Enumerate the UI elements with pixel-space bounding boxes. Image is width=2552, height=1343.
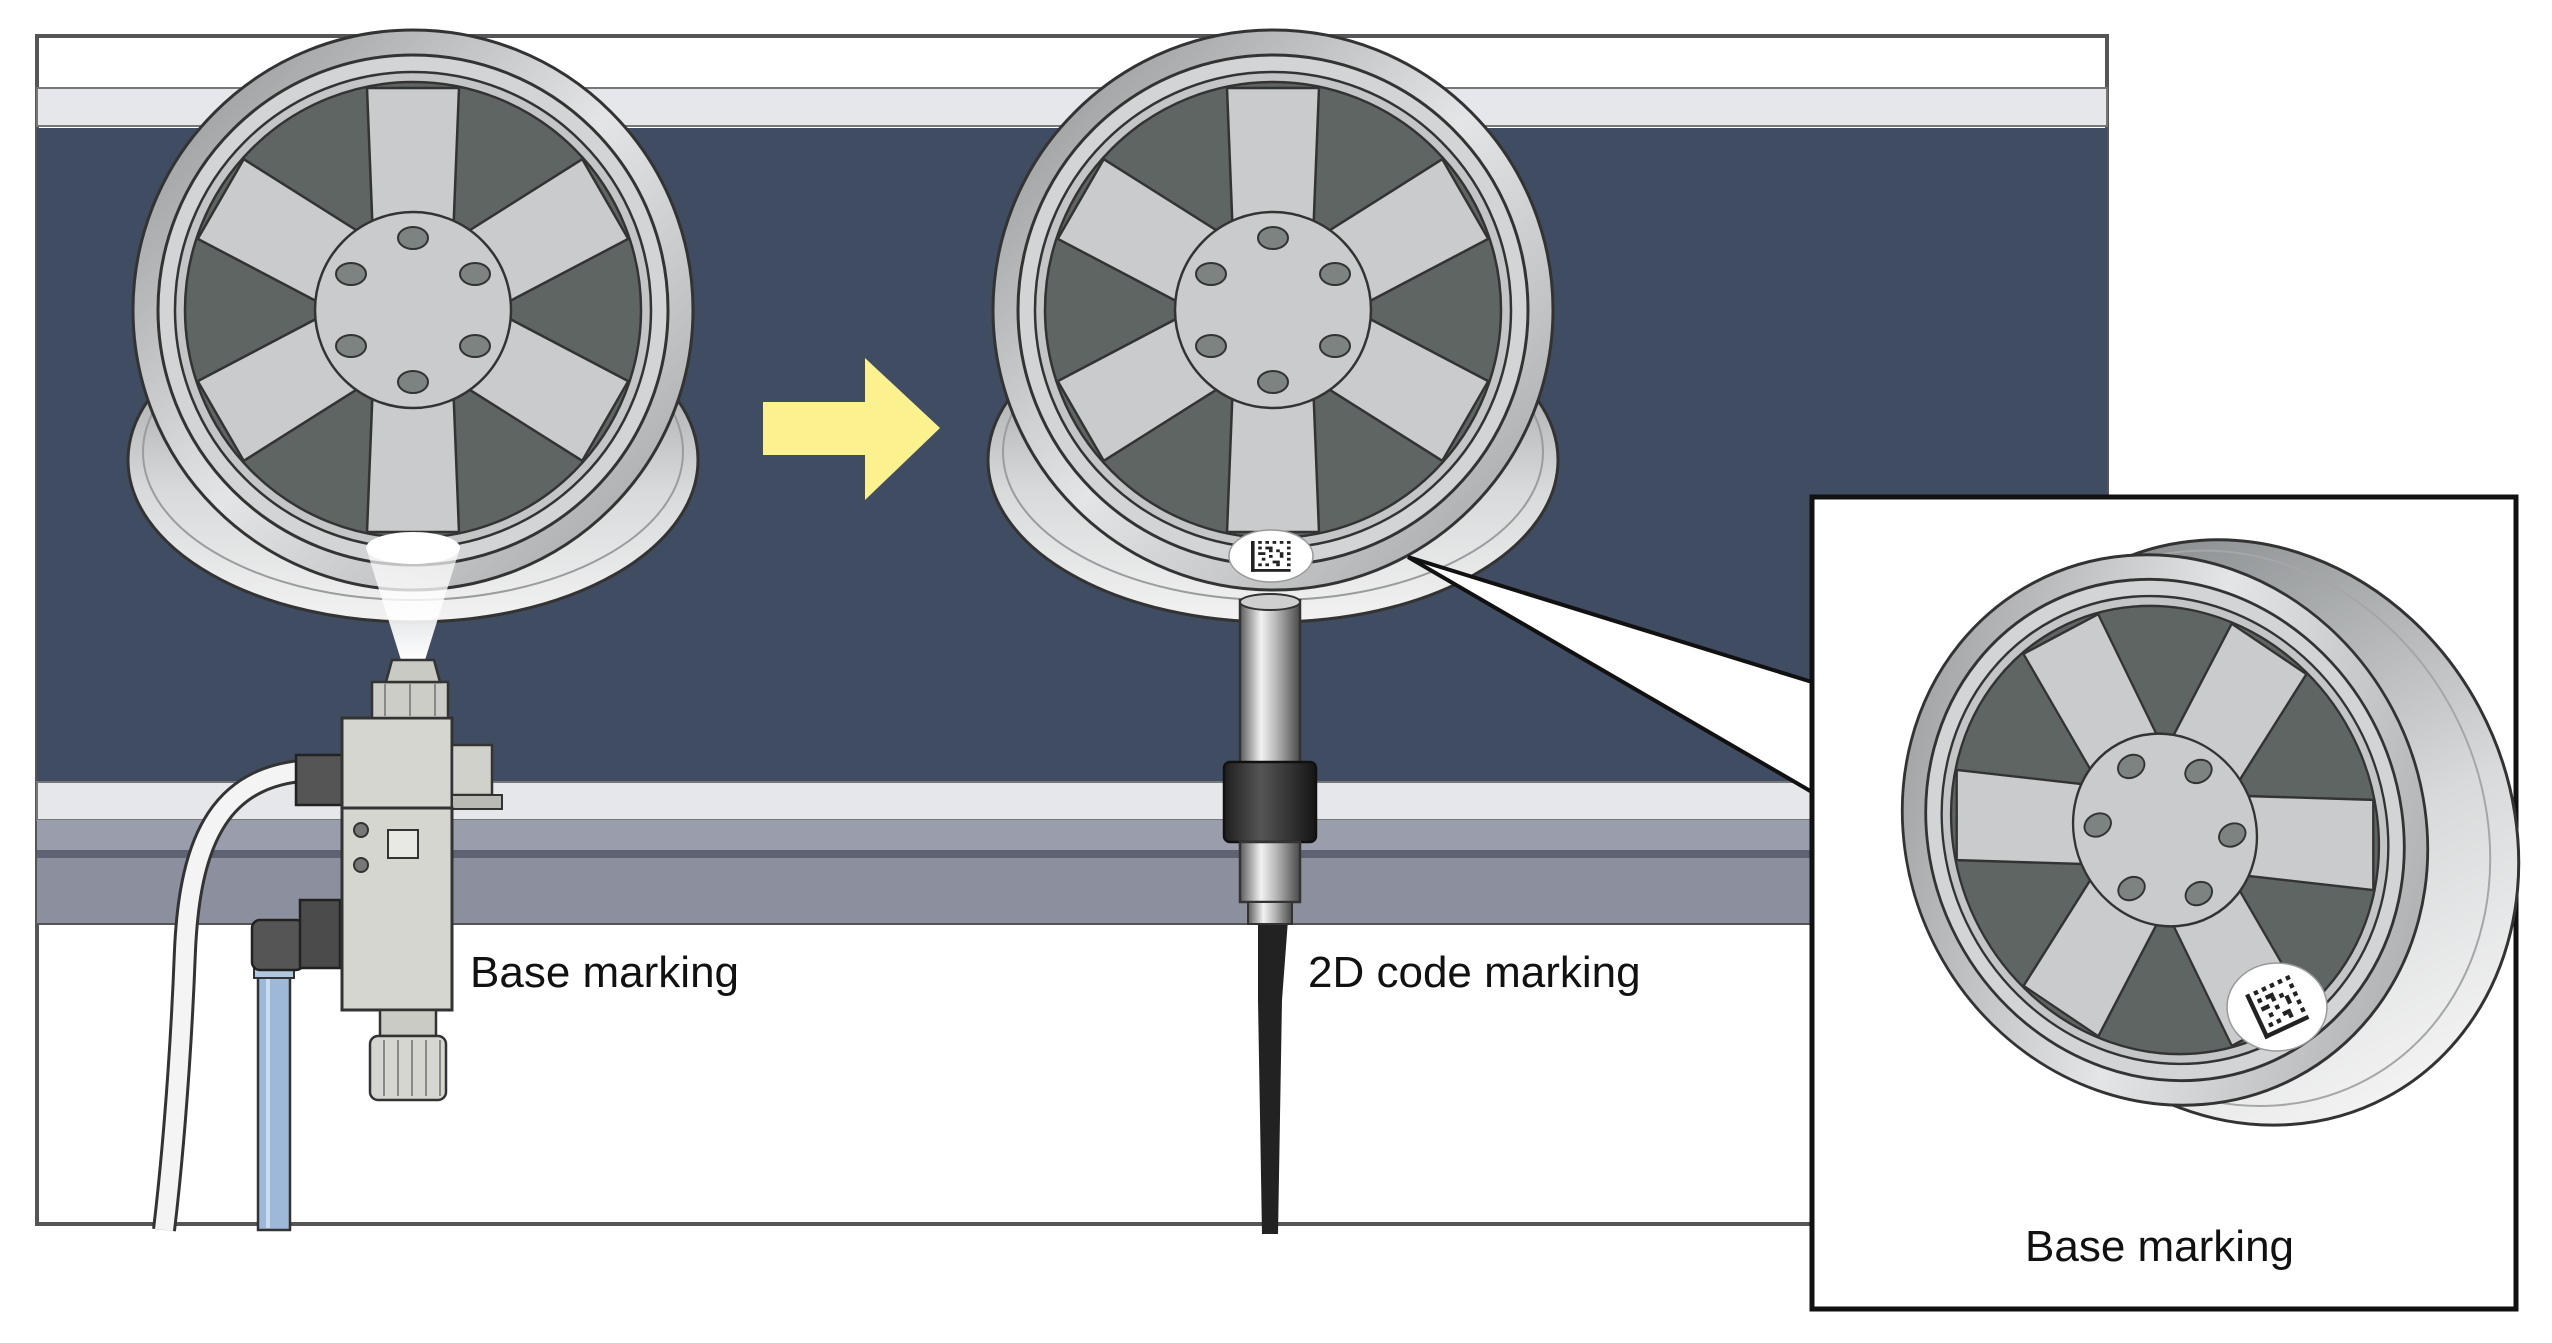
data-matrix-code-icon [1228, 529, 1314, 583]
spray-mist-icon [366, 532, 460, 660]
callout-pointer [1406, 555, 1814, 794]
data-matrix-code-icon [2226, 962, 2328, 1052]
spray-nozzle-icon [152, 658, 503, 1232]
base-marking-station-label: Base marking [470, 948, 740, 997]
cylindrical-marker-icon [1222, 593, 1318, 1234]
inset-caption-label: Base marking [2025, 1222, 2295, 1271]
bottom-rail-groove [37, 850, 2107, 858]
right-arrow-icon [763, 358, 940, 500]
detail-inset [1804, 460, 2526, 1312]
code-marking-station-label: 2D code marking [1308, 948, 1641, 997]
